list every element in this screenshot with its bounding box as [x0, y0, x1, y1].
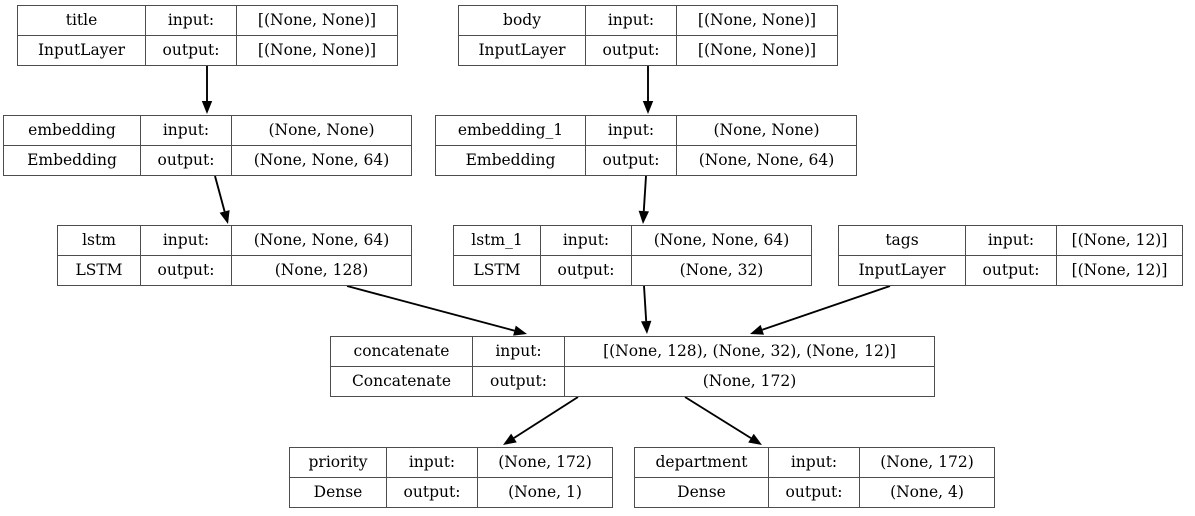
node-name-label: lstm — [58, 226, 141, 255]
node-output-label: output: — [541, 256, 632, 285]
node-input-shape: (None, 172) — [880, 452, 974, 471]
node-input-label: input: — [586, 116, 677, 145]
edge-embedding-to-lstm — [214, 175, 230, 224]
node-input-shape: [(None, 12)] — [1071, 230, 1168, 249]
node-name-label: priority — [290, 448, 387, 477]
node-output-shape: (None, 32) — [679, 260, 764, 279]
node-name-label: embedding — [4, 116, 141, 145]
node-name-label: title — [18, 6, 146, 35]
node-output-shape: (None, 4) — [890, 482, 964, 501]
node-input-label: input: — [387, 448, 478, 477]
node-class-label: Concatenate — [331, 367, 473, 396]
node-class-label: LSTM — [58, 256, 141, 285]
edge-concatenate-to-department — [684, 396, 762, 445]
node-input-shape: [(None, None)] — [697, 10, 817, 29]
node-output-shape: [(None, None)] — [697, 40, 817, 59]
node-name-label: body — [459, 6, 586, 35]
node-input-shape: (None, None, 64) — [253, 230, 390, 249]
node-class-label: InputLayer — [18, 36, 146, 65]
edge-lstm_1-to-concatenate — [640, 285, 652, 334]
node-class-label: Dense — [290, 478, 387, 507]
node-input-label: input: — [586, 6, 677, 35]
node-output-shape: (None, None, 64) — [253, 150, 390, 169]
node-output-label: output: — [387, 478, 478, 507]
node-input-shape: [(None, None)] — [257, 10, 377, 29]
node-input-label: input: — [541, 226, 632, 255]
node-class-label: InputLayer — [839, 256, 966, 285]
node-output-label: output: — [586, 36, 677, 65]
node-input-shape: [(None, 128), (None, 32), (None, 12)] — [603, 341, 896, 360]
node-output-label: output: — [769, 478, 860, 507]
node-output-shape: (None, 128) — [274, 260, 369, 279]
node-name-label: lstm_1 — [454, 226, 541, 255]
node-class-label: Embedding — [4, 146, 141, 175]
node-input-shape: (None, None, 64) — [653, 230, 790, 249]
node-output-shape: (None, None, 64) — [698, 150, 835, 169]
node-output-label: output: — [141, 256, 232, 285]
edge-lstm-to-concatenate — [346, 285, 527, 336]
node-input-shape: (None, None) — [268, 120, 375, 139]
edge-concatenate-to-priority — [503, 396, 579, 445]
node-name-label: tags — [839, 226, 966, 255]
node-output-label: output: — [966, 256, 1057, 285]
node-class-label: LSTM — [454, 256, 541, 285]
node-input-label: input: — [966, 226, 1057, 255]
node-output-label: output: — [141, 146, 232, 175]
node-output-label: output: — [146, 36, 237, 65]
node-class-label: Dense — [635, 478, 769, 507]
node-input-label: input: — [141, 226, 232, 255]
edge-title-to-embedding — [201, 66, 213, 114]
node-output-shape: (None, 1) — [508, 482, 582, 501]
node-input-label: input: — [141, 116, 232, 145]
node-class-label: InputLayer — [459, 36, 586, 65]
node-class-label: Embedding — [436, 146, 586, 175]
node-output-shape: [(None, 12)] — [1071, 260, 1168, 279]
node-output-label: output: — [586, 146, 677, 175]
node-name-label: embedding_1 — [436, 116, 586, 145]
node-output-label: output: — [473, 367, 565, 396]
edge-embedding_1-to-lstm_1 — [638, 175, 650, 224]
node-input-label: input: — [473, 337, 565, 366]
edge-tags-to-concatenate — [750, 285, 891, 335]
node-input-shape: (None, None) — [713, 120, 820, 139]
node-output-shape: (None, 172) — [702, 371, 797, 390]
node-input-label: input: — [146, 6, 237, 35]
node-input-shape: (None, 172) — [498, 452, 592, 471]
node-name-label: department — [635, 448, 769, 477]
node-input-label: input: — [769, 448, 860, 477]
edge-body-to-embedding_1 — [642, 66, 654, 114]
node-output-shape: [(None, None)] — [257, 40, 377, 59]
node-name-label: concatenate — [331, 337, 473, 366]
